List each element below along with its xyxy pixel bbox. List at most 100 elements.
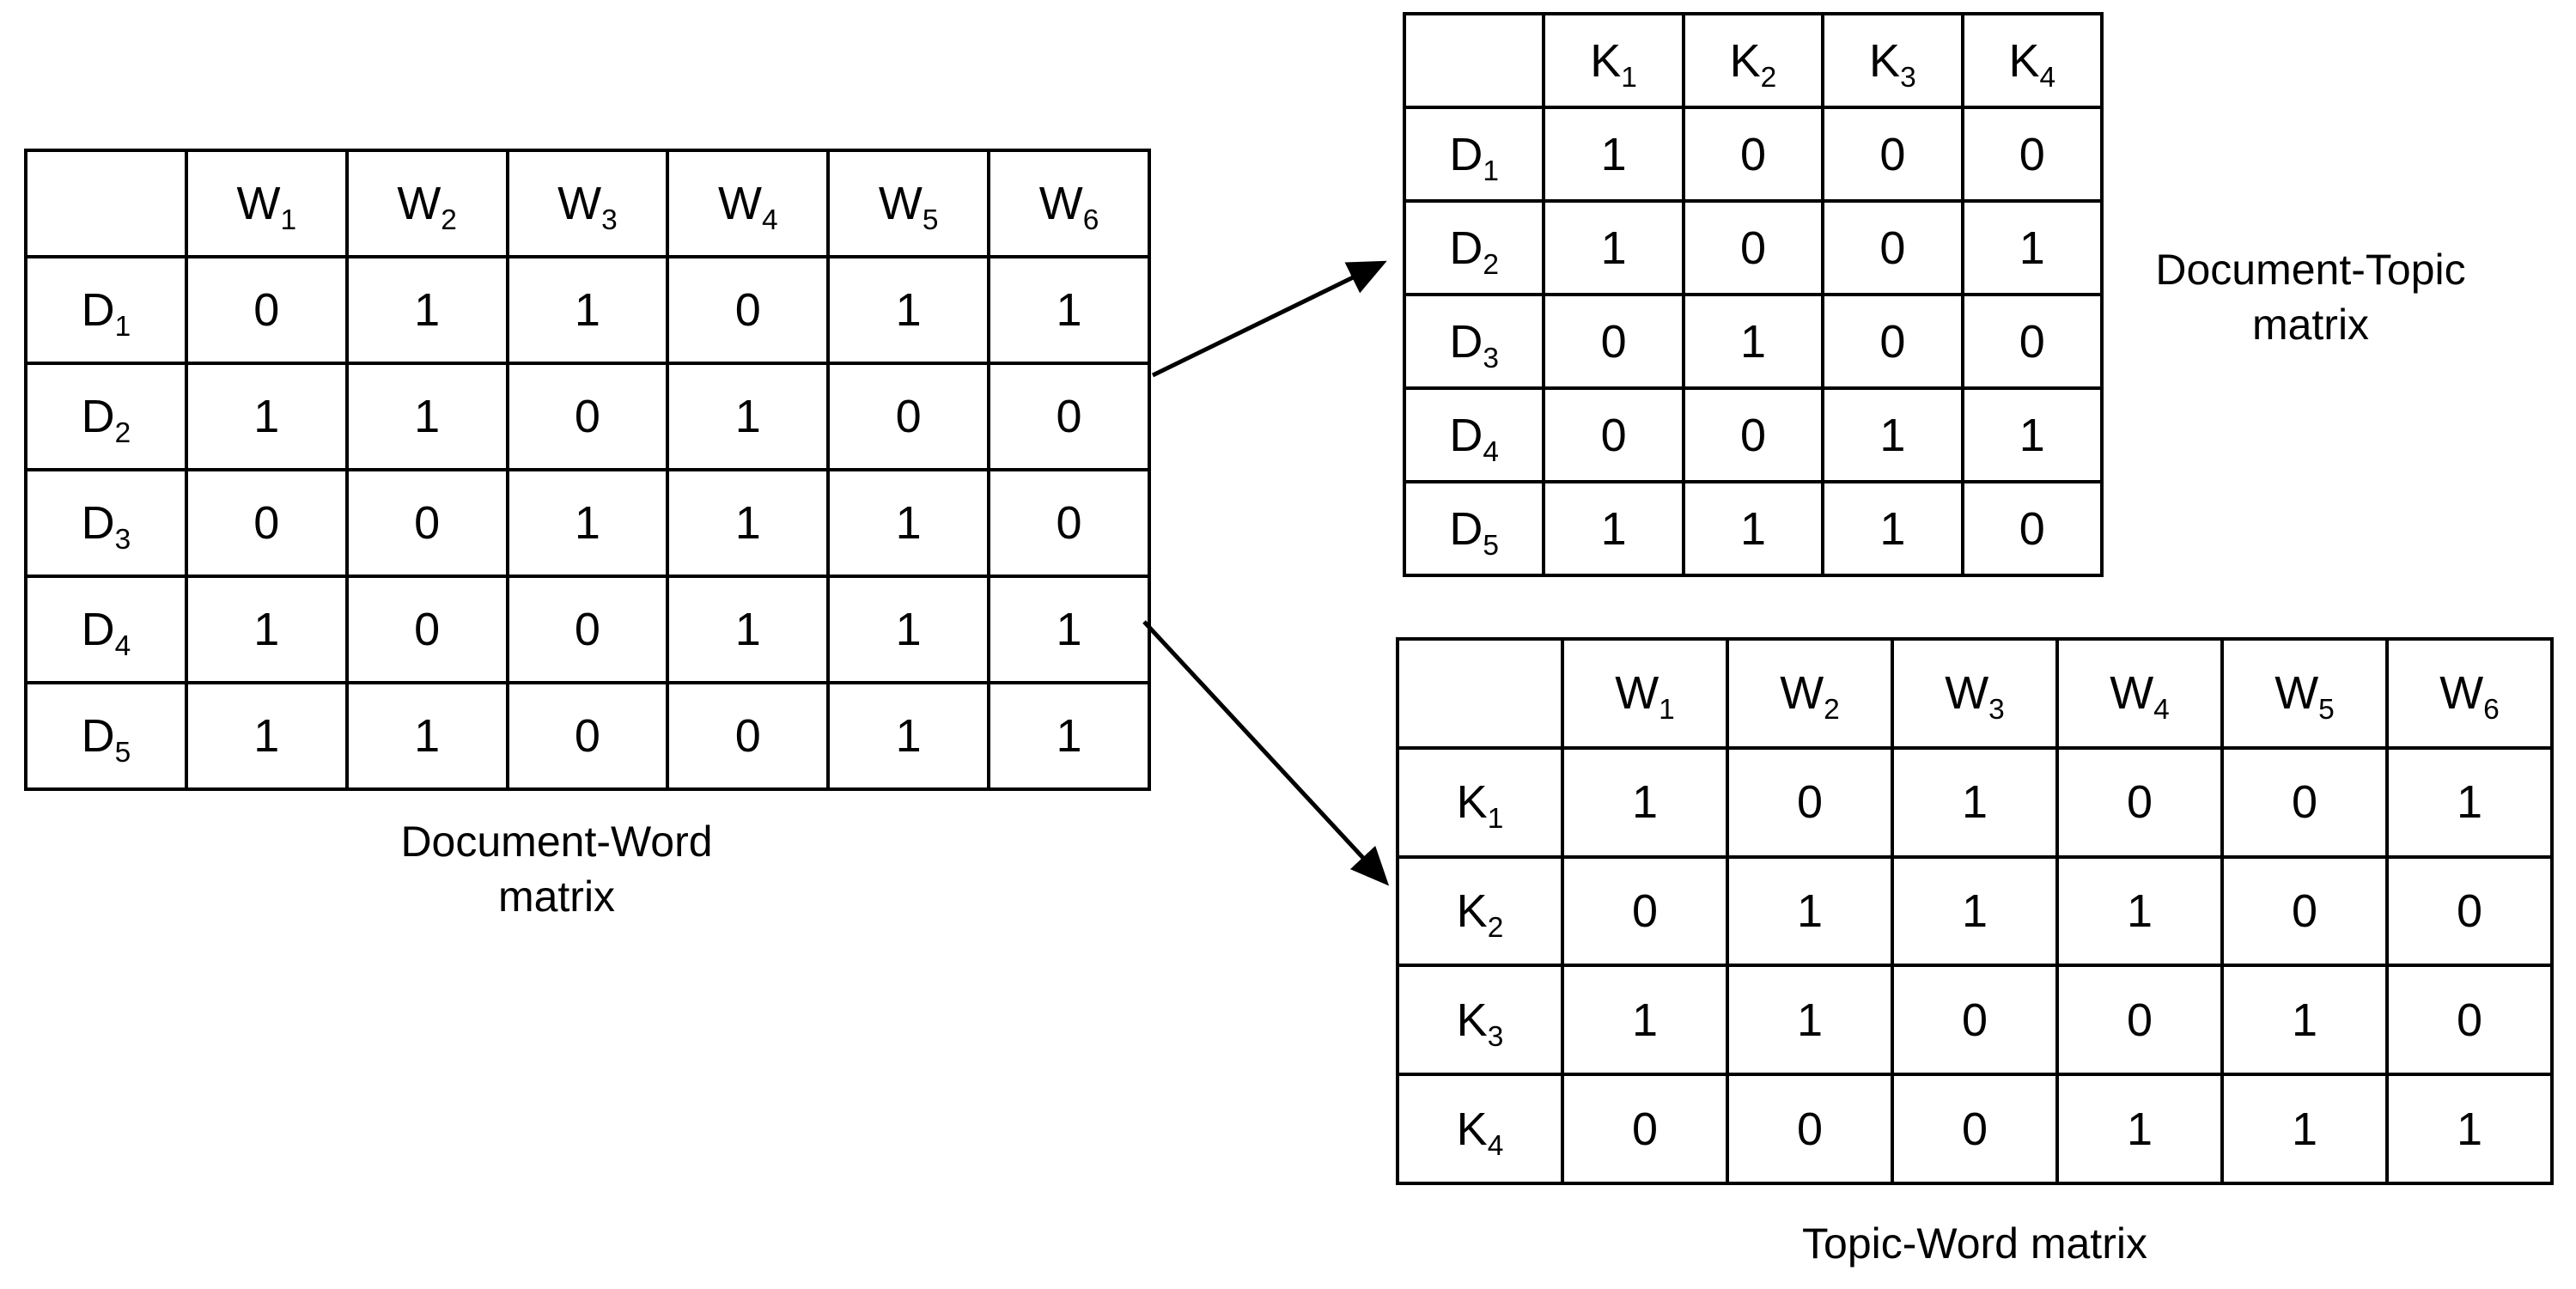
corner-cell — [24, 149, 188, 258]
matrix-cell: 1 — [1726, 964, 1894, 1077]
row-header: K3 — [1396, 964, 1564, 1077]
row-header: D5 — [24, 681, 188, 791]
row-header: D3 — [1402, 293, 1546, 390]
row-header: D4 — [24, 575, 188, 684]
col-header: W1 — [1561, 637, 1729, 750]
col-header: K1 — [1542, 12, 1685, 109]
matrix-cell: 0 — [1960, 293, 2104, 390]
matrix-cell: 1 — [184, 575, 349, 684]
matrix-cell: 1 — [826, 575, 991, 684]
matrix-cell: 0 — [1821, 106, 1964, 203]
row-header: D4 — [1402, 386, 1546, 483]
matrix-cell: 0 — [1681, 199, 1825, 296]
col-header: W4 — [2055, 637, 2224, 750]
matrix-cell: 1 — [666, 575, 831, 684]
matrix-cell: 1 — [2385, 1073, 2554, 1185]
col-header: W3 — [505, 149, 670, 258]
col-header: W6 — [987, 149, 1151, 258]
col-header: W5 — [2220, 637, 2389, 750]
matrix-cell: 1 — [987, 255, 1151, 365]
document-topic-label-line2: matrix — [2251, 301, 2370, 349]
matrix-cell: 1 — [2055, 1073, 2224, 1185]
matrix-cell: 0 — [2385, 854, 2554, 968]
row-header: D1 — [1402, 106, 1546, 203]
matrix-cell: 1 — [1542, 480, 1685, 577]
matrix-cell: 1 — [1891, 745, 2059, 859]
matrix-cell: 0 — [344, 468, 509, 578]
row-header: D2 — [1402, 199, 1546, 296]
matrix-cell: 1 — [344, 681, 509, 791]
matrix-cell: 0 — [505, 681, 670, 791]
col-header: K3 — [1821, 12, 1964, 109]
matrix-cell: 1 — [826, 255, 991, 365]
col-header: K2 — [1681, 12, 1825, 109]
matrix-cell: 1 — [1821, 386, 1964, 483]
topic-word-caption: Topic-Word matrix — [1396, 1216, 2554, 1271]
matrix-cell: 1 — [1681, 293, 1825, 390]
matrix-cell: 0 — [344, 575, 509, 684]
matrix-cell: 1 — [1726, 854, 1894, 968]
matrix-cell: 0 — [1561, 854, 1729, 968]
matrix-cell: 0 — [505, 575, 670, 684]
matrix-cell: 0 — [666, 681, 831, 791]
document-word-caption-line1: Document-Word — [400, 818, 713, 866]
col-header: W5 — [826, 149, 991, 258]
document-word-caption: Document-Word matrix — [24, 814, 1089, 924]
matrix-cell: 0 — [1960, 106, 2104, 203]
row-header: K1 — [1396, 745, 1564, 859]
matrix-cell: 1 — [2220, 1073, 2389, 1185]
row-header: K2 — [1396, 854, 1564, 968]
matrix-cell: 0 — [666, 255, 831, 365]
col-header: W2 — [344, 149, 509, 258]
col-header: W3 — [1891, 637, 2059, 750]
matrix-cell: 1 — [666, 468, 831, 578]
matrix-cell: 0 — [2220, 745, 2389, 859]
matrix-cell: 0 — [1960, 480, 2104, 577]
arrow-to-topic-word-matrix — [1142, 620, 1390, 886]
matrix-cell: 0 — [1891, 964, 2059, 1077]
matrix-cell: 1 — [344, 362, 509, 471]
matrix-cell: 0 — [1726, 745, 1894, 859]
topic-word-caption-line1: Topic-Word matrix — [1802, 1219, 2147, 1268]
row-header: D3 — [24, 468, 188, 578]
matrix-cell: 1 — [344, 255, 509, 365]
matrix-cell: 1 — [666, 362, 831, 471]
matrix-cell: 0 — [1542, 293, 1685, 390]
matrix-cell: 1 — [505, 255, 670, 365]
matrix-cell: 1 — [1821, 480, 1964, 577]
matrix-cell: 1 — [1561, 745, 1729, 859]
matrix-cell: 0 — [1542, 386, 1685, 483]
corner-cell — [1402, 12, 1546, 109]
col-header: W6 — [2385, 637, 2554, 750]
matrix-cell: 1 — [1960, 386, 2104, 483]
document-topic-label: Document-Topic matrix — [2113, 242, 2508, 352]
matrix-cell: 1 — [505, 468, 670, 578]
row-header: D2 — [24, 362, 188, 471]
matrix-cell: 0 — [1891, 1073, 2059, 1185]
matrix-cell: 1 — [1891, 854, 2059, 968]
arrow-to-document-topic-matrix — [1151, 260, 1387, 378]
matrix-cell: 1 — [1542, 199, 1685, 296]
matrix-cell: 0 — [1726, 1073, 1894, 1185]
matrix-cell: 1 — [2055, 854, 2224, 968]
matrix-cell: 0 — [1821, 293, 1964, 390]
matrix-cell: 1 — [184, 681, 349, 791]
document-topic-label-line1: Document-Topic — [2155, 246, 2466, 294]
matrix-cell: 0 — [505, 362, 670, 471]
matrix-cell: 0 — [2220, 854, 2389, 968]
matrix-cell: 1 — [1960, 199, 2104, 296]
matrix-cell: 0 — [987, 362, 1151, 471]
document-word-caption-line2: matrix — [497, 873, 616, 921]
matrix-cell: 0 — [987, 468, 1151, 578]
matrix-cell: 0 — [2055, 745, 2224, 859]
col-header: W1 — [184, 149, 349, 258]
matrix-cell: 0 — [2055, 964, 2224, 1077]
matrix-cell: 1 — [2220, 964, 2389, 1077]
matrix-cell: 0 — [1681, 106, 1825, 203]
matrix-cell: 1 — [2385, 745, 2554, 859]
col-header: K4 — [1960, 12, 2104, 109]
matrix-cell: 0 — [184, 468, 349, 578]
